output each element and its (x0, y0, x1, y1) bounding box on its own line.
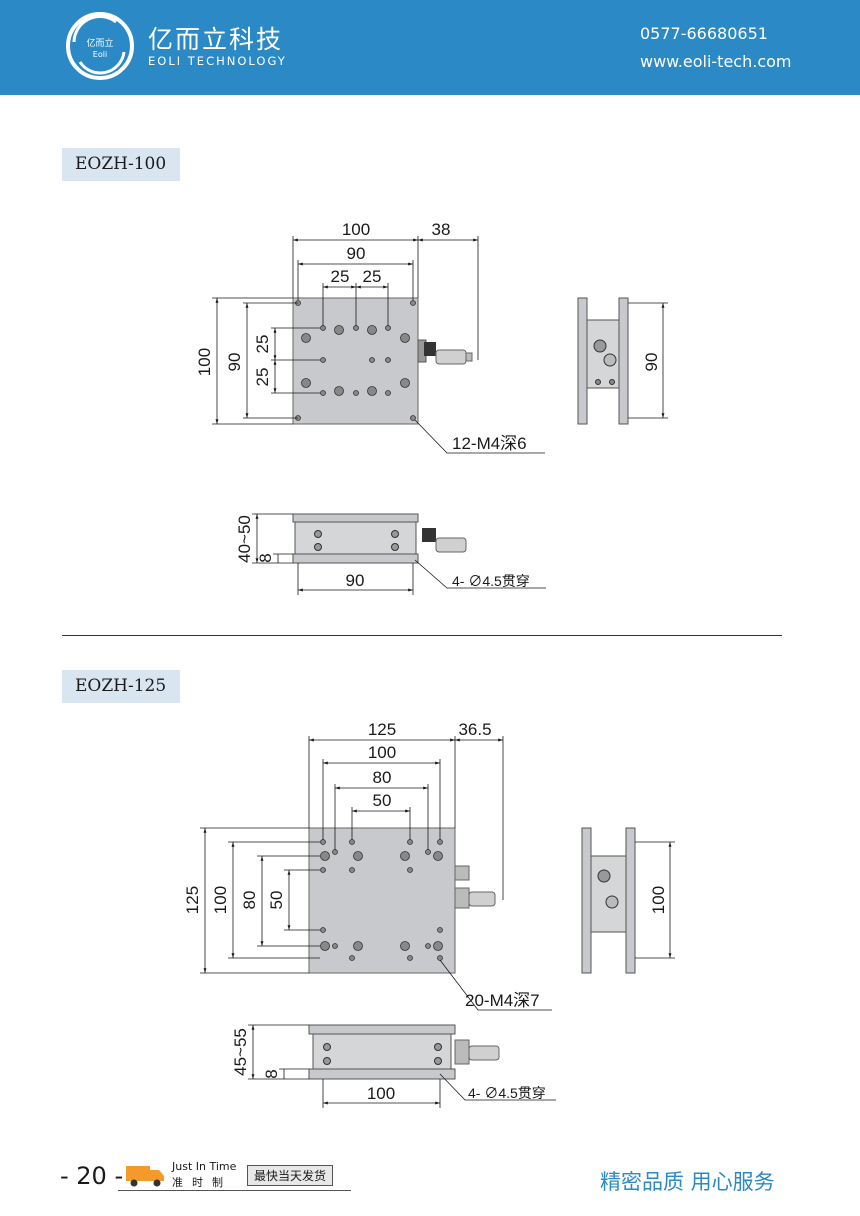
dim-spacing-b: 25 (363, 267, 382, 286)
dim-width: 125 (368, 720, 396, 739)
dim-vert-a: 25 (253, 335, 272, 354)
dim-base: 8 (262, 1069, 281, 1078)
eozh-125-front-view: 45~55 8 100 4- ∅4.5贯穿 (231, 1024, 556, 1108)
brand-name-cn: 亿而立科技 (148, 25, 284, 54)
footer-underline (118, 1190, 351, 1191)
dim-inner: 90 (347, 244, 366, 263)
contact-website: www.eoli-tech.com (640, 52, 792, 71)
logo-text-bottom: Eoli (93, 50, 107, 59)
dim-50: 50 (373, 791, 392, 810)
dim-height-range: 45~55 (231, 1028, 250, 1076)
dim-side-height: 90 (642, 353, 661, 372)
dim-front-width: 100 (367, 1084, 395, 1103)
jit-label-en: Just In Time (172, 1160, 237, 1173)
contact-phone: 0577-66680651 (640, 24, 768, 43)
shipping-slogan: 最快当天发货 (247, 1165, 334, 1186)
dim-micrometer: 38 (432, 220, 451, 239)
page-header: 亿而立 Eoli 亿而立科技 EOLI TECHNOLOGY 0577-6668… (0, 0, 860, 95)
dim-vert-b: 25 (253, 368, 272, 387)
dim-height-range: 40~50 (235, 515, 254, 563)
dim-micrometer: 36.5 (458, 720, 491, 739)
eozh-100-top-view: 100 38 90 25 25 100 90 25 25 12-M4深6 (195, 220, 545, 454)
dim-100: 100 (368, 743, 396, 762)
dim-80: 80 (373, 768, 392, 787)
jit-label-cn: 准时制 (172, 1176, 232, 1189)
callout-through-holes: 4- ∅4.5贯穿 (452, 573, 530, 589)
footer-tagline: 精密品质 用心服务 (600, 1170, 775, 1194)
dim-height: 100 (195, 348, 214, 376)
truck-icon (126, 1166, 164, 1187)
logo-text-top: 亿而立 (86, 37, 113, 49)
section-divider (62, 635, 782, 636)
dim-side-height: 100 (649, 886, 668, 914)
callout-through-holes: 4- ∅4.5贯穿 (468, 1085, 546, 1101)
dim-v100: 100 (211, 886, 230, 914)
dim-spacing-a: 25 (331, 267, 350, 286)
dim-v80: 80 (240, 891, 259, 910)
callout-tapped-holes: 12-M4深6 (452, 434, 527, 453)
page-number: - 20 - (60, 1162, 124, 1190)
dim-width: 100 (342, 220, 370, 239)
dim-front-width: 90 (346, 571, 365, 590)
eozh-100-front-view: 40~50 8 90 4- ∅4.5贯穿 (235, 513, 546, 595)
dim-inner-height: 90 (225, 353, 244, 372)
brand-name-en: EOLI TECHNOLOGY (148, 54, 287, 68)
eozh-100-side-view: 90 (577, 297, 668, 425)
company-logo: 亿而立 Eoli (66, 12, 134, 80)
eozh-125-top-view: 125 36.5 100 80 50 125 100 80 50 20-M4深7 (183, 720, 552, 1011)
dim-v50: 50 (267, 891, 286, 910)
eozh-125-side-view: 100 (581, 827, 675, 974)
model-tag-eozh-125: EOZH-125 (62, 670, 180, 703)
model-tag-eozh-100: EOZH-100 (62, 148, 180, 181)
dim-height: 125 (183, 886, 202, 914)
dim-base: 8 (256, 553, 275, 562)
callout-tapped-holes: 20-M4深7 (465, 991, 540, 1010)
